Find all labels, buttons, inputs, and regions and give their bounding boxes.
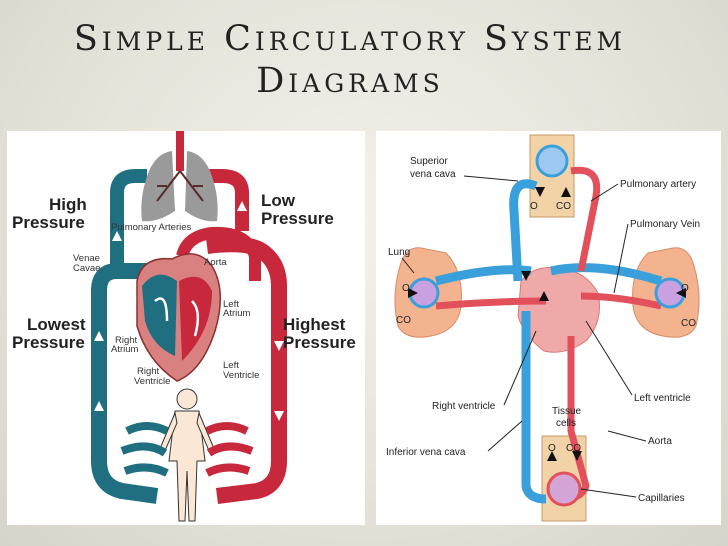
- label-o2-right: O: [681, 283, 689, 294]
- label-left-ventricle: Left ventricle: [634, 393, 691, 404]
- leader-lung: [401, 257, 415, 274]
- label-co2-upper: CO: [556, 201, 571, 212]
- leader-superior: [463, 175, 519, 182]
- lungs: [141, 131, 218, 222]
- label-co2-lower: CO: [566, 443, 581, 454]
- leader-right-ventricle: [503, 330, 537, 406]
- label-pulmonary-arteries: Pulmonary Arteries: [111, 222, 192, 233]
- capillary-loops-blue: [120, 422, 169, 477]
- human-figure: [158, 388, 216, 522]
- upper-capillary: [535, 144, 569, 178]
- leader-pulmonary-vein: [613, 223, 629, 294]
- lung-red-loop: [202, 169, 249, 231]
- label-o2-upper: O: [530, 201, 538, 212]
- leader-pulmonary-artery: [590, 183, 619, 202]
- label-lung: Lung: [388, 247, 410, 258]
- deoxygenated-vessels: [434, 179, 663, 504]
- title-line-2: Diagrams: [256, 61, 444, 101]
- label-o2-left: O: [402, 283, 410, 294]
- label-pulmonary-artery: Pulmonary artery: [620, 179, 696, 190]
- flow-arrows: [94, 201, 284, 421]
- label-aorta: Aorta: [204, 257, 227, 268]
- label-right-ventricle: Right ventricle: [432, 401, 496, 412]
- leader-aorta: [607, 430, 647, 442]
- title-line-1: Simple Circulatory System: [73, 19, 627, 59]
- capillary-loops-red: [205, 422, 254, 477]
- aorta-arch: [176, 226, 261, 281]
- label-co2-left: CO: [396, 315, 411, 326]
- heart: [136, 253, 222, 382]
- label-co2-right: CO: [681, 318, 696, 329]
- label-inferior-vena-cava: Inferior vena cava: [386, 447, 466, 458]
- body-vein-loop: [91, 263, 159, 504]
- leader-inferior-vena-cava: [487, 420, 523, 452]
- slide-title: Simple Circulatory System Diagrams: [0, 18, 700, 102]
- leader-capillaries: [580, 488, 637, 498]
- lung-blue-loop: [110, 169, 147, 271]
- label-o2-lower: O: [548, 443, 556, 454]
- label-aorta: Aorta: [648, 436, 672, 447]
- leader-left-ventricle: [585, 320, 633, 396]
- right-flow-arrows: [408, 187, 686, 461]
- label-capillaries: Capillaries: [638, 493, 685, 504]
- lower-capillary: [546, 471, 582, 507]
- label-pulmonary-vein: Pulmonary Vein: [630, 219, 700, 230]
